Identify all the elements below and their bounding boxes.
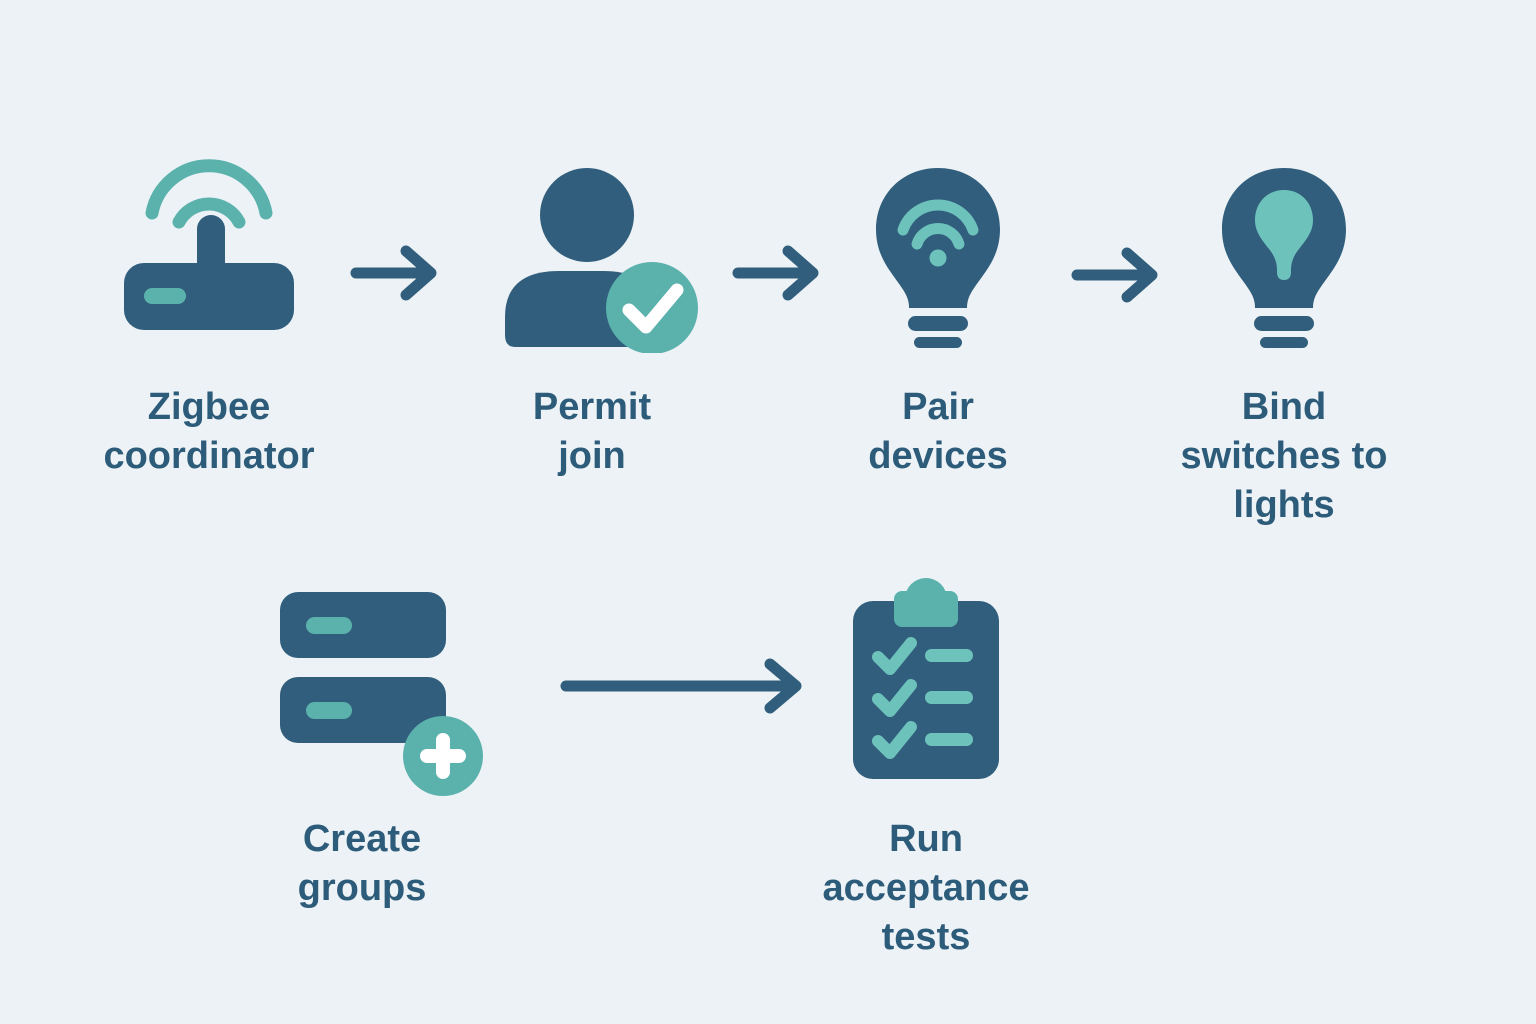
arrow-right-icon — [350, 243, 445, 303]
lightbulb-wifi-icon — [876, 168, 1000, 348]
step-permit-join: Permit join — [442, 158, 742, 481]
step-label-run-acceptance-tests: Run acceptance tests — [822, 818, 1030, 959]
step-label-create-groups: Create groups — [297, 818, 427, 910]
icon-zone — [442, 158, 742, 353]
icon-zone — [1114, 158, 1454, 353]
arrow-right-icon — [1071, 245, 1166, 305]
clipboard-checklist-icon — [853, 578, 999, 779]
step-label-zigbee-coordinator: Zigbee coordinator — [103, 386, 315, 478]
icon-zone — [39, 158, 379, 353]
icon-zone — [746, 577, 1106, 795]
step-run-acceptance-tests: Run acceptance tests — [746, 577, 1106, 962]
lightbulb-glow-icon — [1222, 168, 1346, 348]
router-wifi-icon — [124, 159, 294, 330]
user-check-icon — [505, 168, 698, 353]
server-stack-plus-icon — [280, 592, 483, 796]
arrow-right-icon — [560, 656, 810, 716]
step-pair-devices: Pair devices — [788, 158, 1088, 481]
step-bind-switches-to-lights: Bind switches to lights — [1114, 158, 1454, 530]
step-label-pair-devices: Pair devices — [868, 386, 1008, 478]
step-zigbee-coordinator: Zigbee coordinator — [39, 158, 379, 481]
step-label-bind-switches-to-lights: Bind switches to lights — [1180, 386, 1388, 527]
arrow-right-icon — [732, 243, 827, 303]
step-create-groups: Create groups — [192, 577, 532, 913]
icon-zone — [788, 158, 1088, 353]
icon-zone — [192, 577, 532, 796]
step-label-permit-join: Permit join — [532, 386, 652, 478]
